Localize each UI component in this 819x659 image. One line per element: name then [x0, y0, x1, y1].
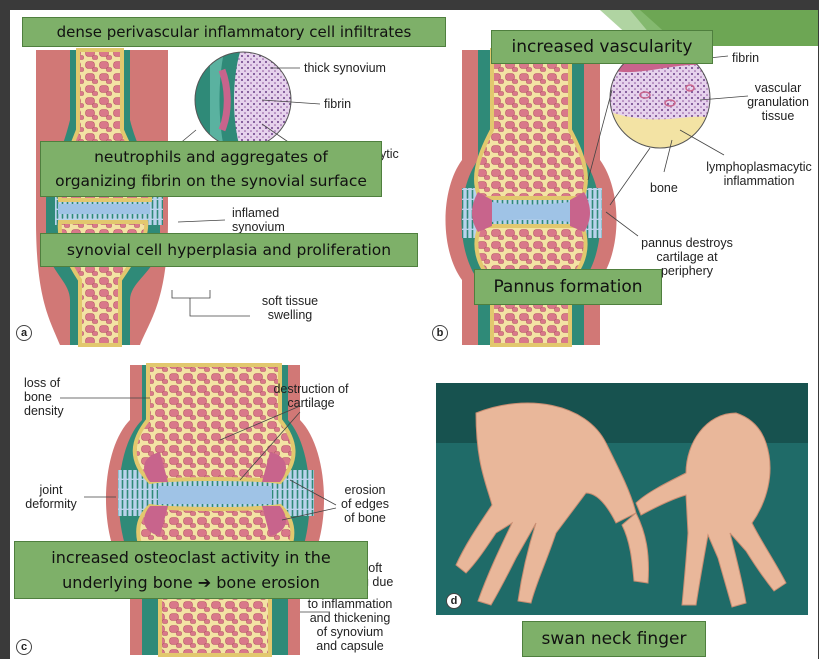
label-inflammation-thickening: to inflammation and thickening of synovi…	[298, 597, 402, 653]
label-fibrin-b: fibrin	[732, 51, 759, 65]
panel-letter-b: b	[432, 325, 448, 341]
label-fibrin-a: fibrin	[324, 97, 351, 111]
label-inflamed-synovium: inflamed synovium	[232, 206, 285, 234]
label-thick-synovium: thick synovium	[304, 61, 386, 75]
panel-letter-a: a	[16, 325, 32, 341]
callout-osteoclast: increased osteoclast activity in the und…	[14, 541, 368, 599]
label-ytic-partial: ytic	[380, 147, 399, 161]
label-bone: bone	[650, 181, 678, 195]
callout-increased-vascularity: increased vascularity	[491, 30, 713, 64]
label-loss-bone-density: loss of bone density	[24, 376, 64, 418]
callout-swan-neck: swan neck finger	[522, 621, 706, 657]
hand-photo-svg	[436, 383, 808, 615]
joint-a	[36, 50, 168, 345]
label-erosion-edges: erosion of edges of bone	[334, 483, 396, 525]
label-vascular-granulation: vascular granulation tissue	[738, 81, 818, 123]
label-joint-deformity: joint deformity	[20, 483, 82, 511]
panel-letter-d: d	[446, 593, 462, 609]
callout-pannus-formation: Pannus formation	[474, 269, 662, 305]
hand-photo	[436, 383, 808, 615]
callout-perivascular: dense perivascular inflammatory cell inf…	[22, 17, 446, 47]
callout-synovial-hyperplasia: synovial cell hyperplasia and proliferat…	[40, 233, 418, 267]
callout-neutrophils: neutrophils and aggregates of organizing…	[40, 141, 382, 197]
panel-letter-c: c	[16, 639, 32, 655]
label-lymphoplasmacytic: lymphoplasmacytic inflammation	[700, 160, 818, 188]
label-soft-tissue-swelling: soft tissue swelling	[250, 294, 330, 322]
label-destruction-cartilage: destruction of cartilage	[262, 382, 360, 410]
